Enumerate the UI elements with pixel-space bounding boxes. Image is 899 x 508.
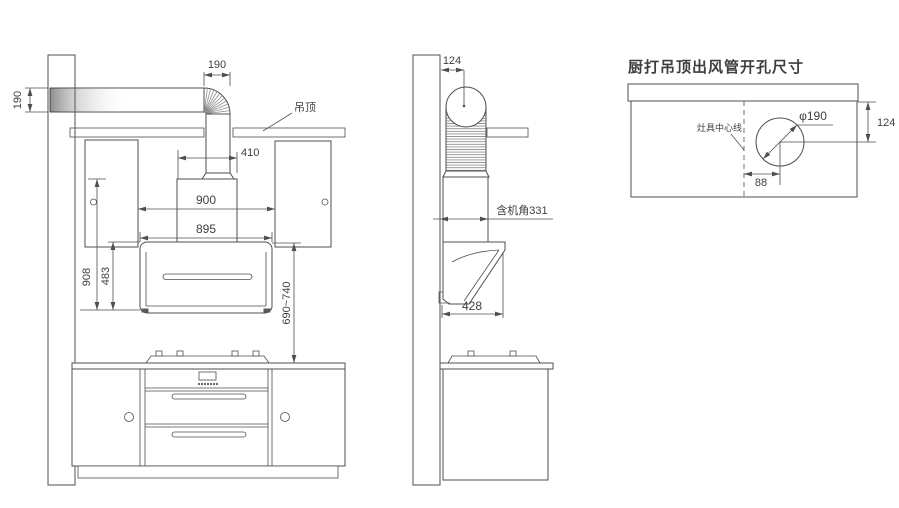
dim-hood-clearance-label: 690~740 (281, 281, 293, 324)
duct-flare-side (442, 170, 490, 178)
oven-buttons (197, 382, 219, 386)
duct-side-edges (445, 107, 487, 173)
cooktop-front (145, 355, 270, 364)
cooktop-side (447, 355, 541, 364)
hood-side-lip (438, 291, 450, 304)
dim-install-height-label: 908 (81, 268, 93, 286)
dim-chimney-width-ext (177, 150, 238, 179)
left-door-knob (124, 412, 134, 422)
opening-diagram-title: 厨打吊顶出风管开孔尺寸 (628, 58, 804, 76)
dim-opening-label: 900 (196, 193, 216, 207)
burner-cap-side-2 (509, 350, 517, 357)
drawer-handle-bottom (171, 431, 247, 438)
ceiling-side-segment (486, 127, 529, 138)
dim-center-offset-label: 88 (755, 177, 767, 189)
hood-side-inner-curve (451, 249, 500, 263)
dim-chimney-width-label: 410 (241, 147, 259, 159)
dim-top-offset-label: 124 (877, 117, 895, 129)
dim-duct-width-label: 190 (208, 59, 226, 71)
base-cabinet-front (71, 350, 346, 479)
hood-foot-right (263, 308, 271, 313)
duct-flare-front (201, 172, 235, 180)
dim-hood-depth-label: 428 (462, 299, 482, 313)
upper-cabinet-right-knob (321, 198, 329, 206)
dim-duct-height-ext (25, 87, 48, 113)
range-hood-front (139, 241, 273, 314)
hood-inner-lines (145, 252, 267, 307)
ceiling-label: 吊顶 (294, 101, 316, 114)
opening-diagram: 厨打吊顶出风管开孔尺寸 灶具中心线 φ190 124 88 (627, 58, 895, 198)
chimney-cover-side (442, 176, 489, 243)
centerline-leader (730, 133, 745, 151)
dim-hood-width-label: 895 (196, 222, 216, 236)
upper-cabinet-left-knob (90, 198, 97, 206)
ceiling-left-segment (69, 127, 205, 138)
burner-cap-side-1 (467, 350, 475, 357)
hood-side-inner-slant (463, 249, 500, 302)
upper-cabinet-left (84, 139, 139, 248)
cabinet-body-side (442, 368, 549, 481)
countertop-front (71, 362, 346, 370)
wall-front (47, 54, 76, 486)
duct-shade (50, 88, 130, 112)
opening-brick-strip (627, 83, 859, 102)
dim-depth-label: 含机角331 (496, 203, 547, 217)
hood-foot-left (141, 308, 149, 313)
dim-duct-height-label: 190 (12, 91, 24, 109)
cabinet-dividers (139, 369, 273, 466)
drawer-divider-lines (145, 387, 268, 428)
burner-caps-front (155, 350, 260, 357)
drawer-handle-top (171, 393, 247, 400)
dim-diameter-label: φ190 (799, 109, 827, 123)
centerline-label: 灶具中心线 (697, 122, 742, 133)
ceiling-right-segment (232, 127, 346, 138)
right-door-knob (280, 412, 290, 422)
base-cabinet-side (439, 350, 554, 481)
hood-side-outline (442, 241, 506, 305)
front-view: 吊顶 190 190 410 900 8 (12, 54, 346, 486)
cabinet-body-front (71, 368, 346, 467)
ceiling-leader-line (262, 112, 293, 132)
range-hood-side (438, 241, 506, 305)
cabinet-plinth (77, 465, 339, 479)
dim-duct-center-label: 124 (443, 55, 461, 67)
upper-cabinet-right (274, 140, 332, 248)
dim-duct-width-ext (203, 72, 231, 86)
duct-pipe-circle (445, 86, 487, 128)
hood-handle (162, 273, 253, 280)
dim-hood-height-label: 483 (100, 267, 112, 285)
oven-display (198, 371, 217, 381)
duct-vertical-front (205, 113, 231, 174)
wall-side (412, 54, 441, 486)
countertop-side (439, 362, 554, 370)
duct-bend-fan-lines (203, 88, 230, 115)
side-view: 124 含机角331 428 (412, 54, 554, 486)
